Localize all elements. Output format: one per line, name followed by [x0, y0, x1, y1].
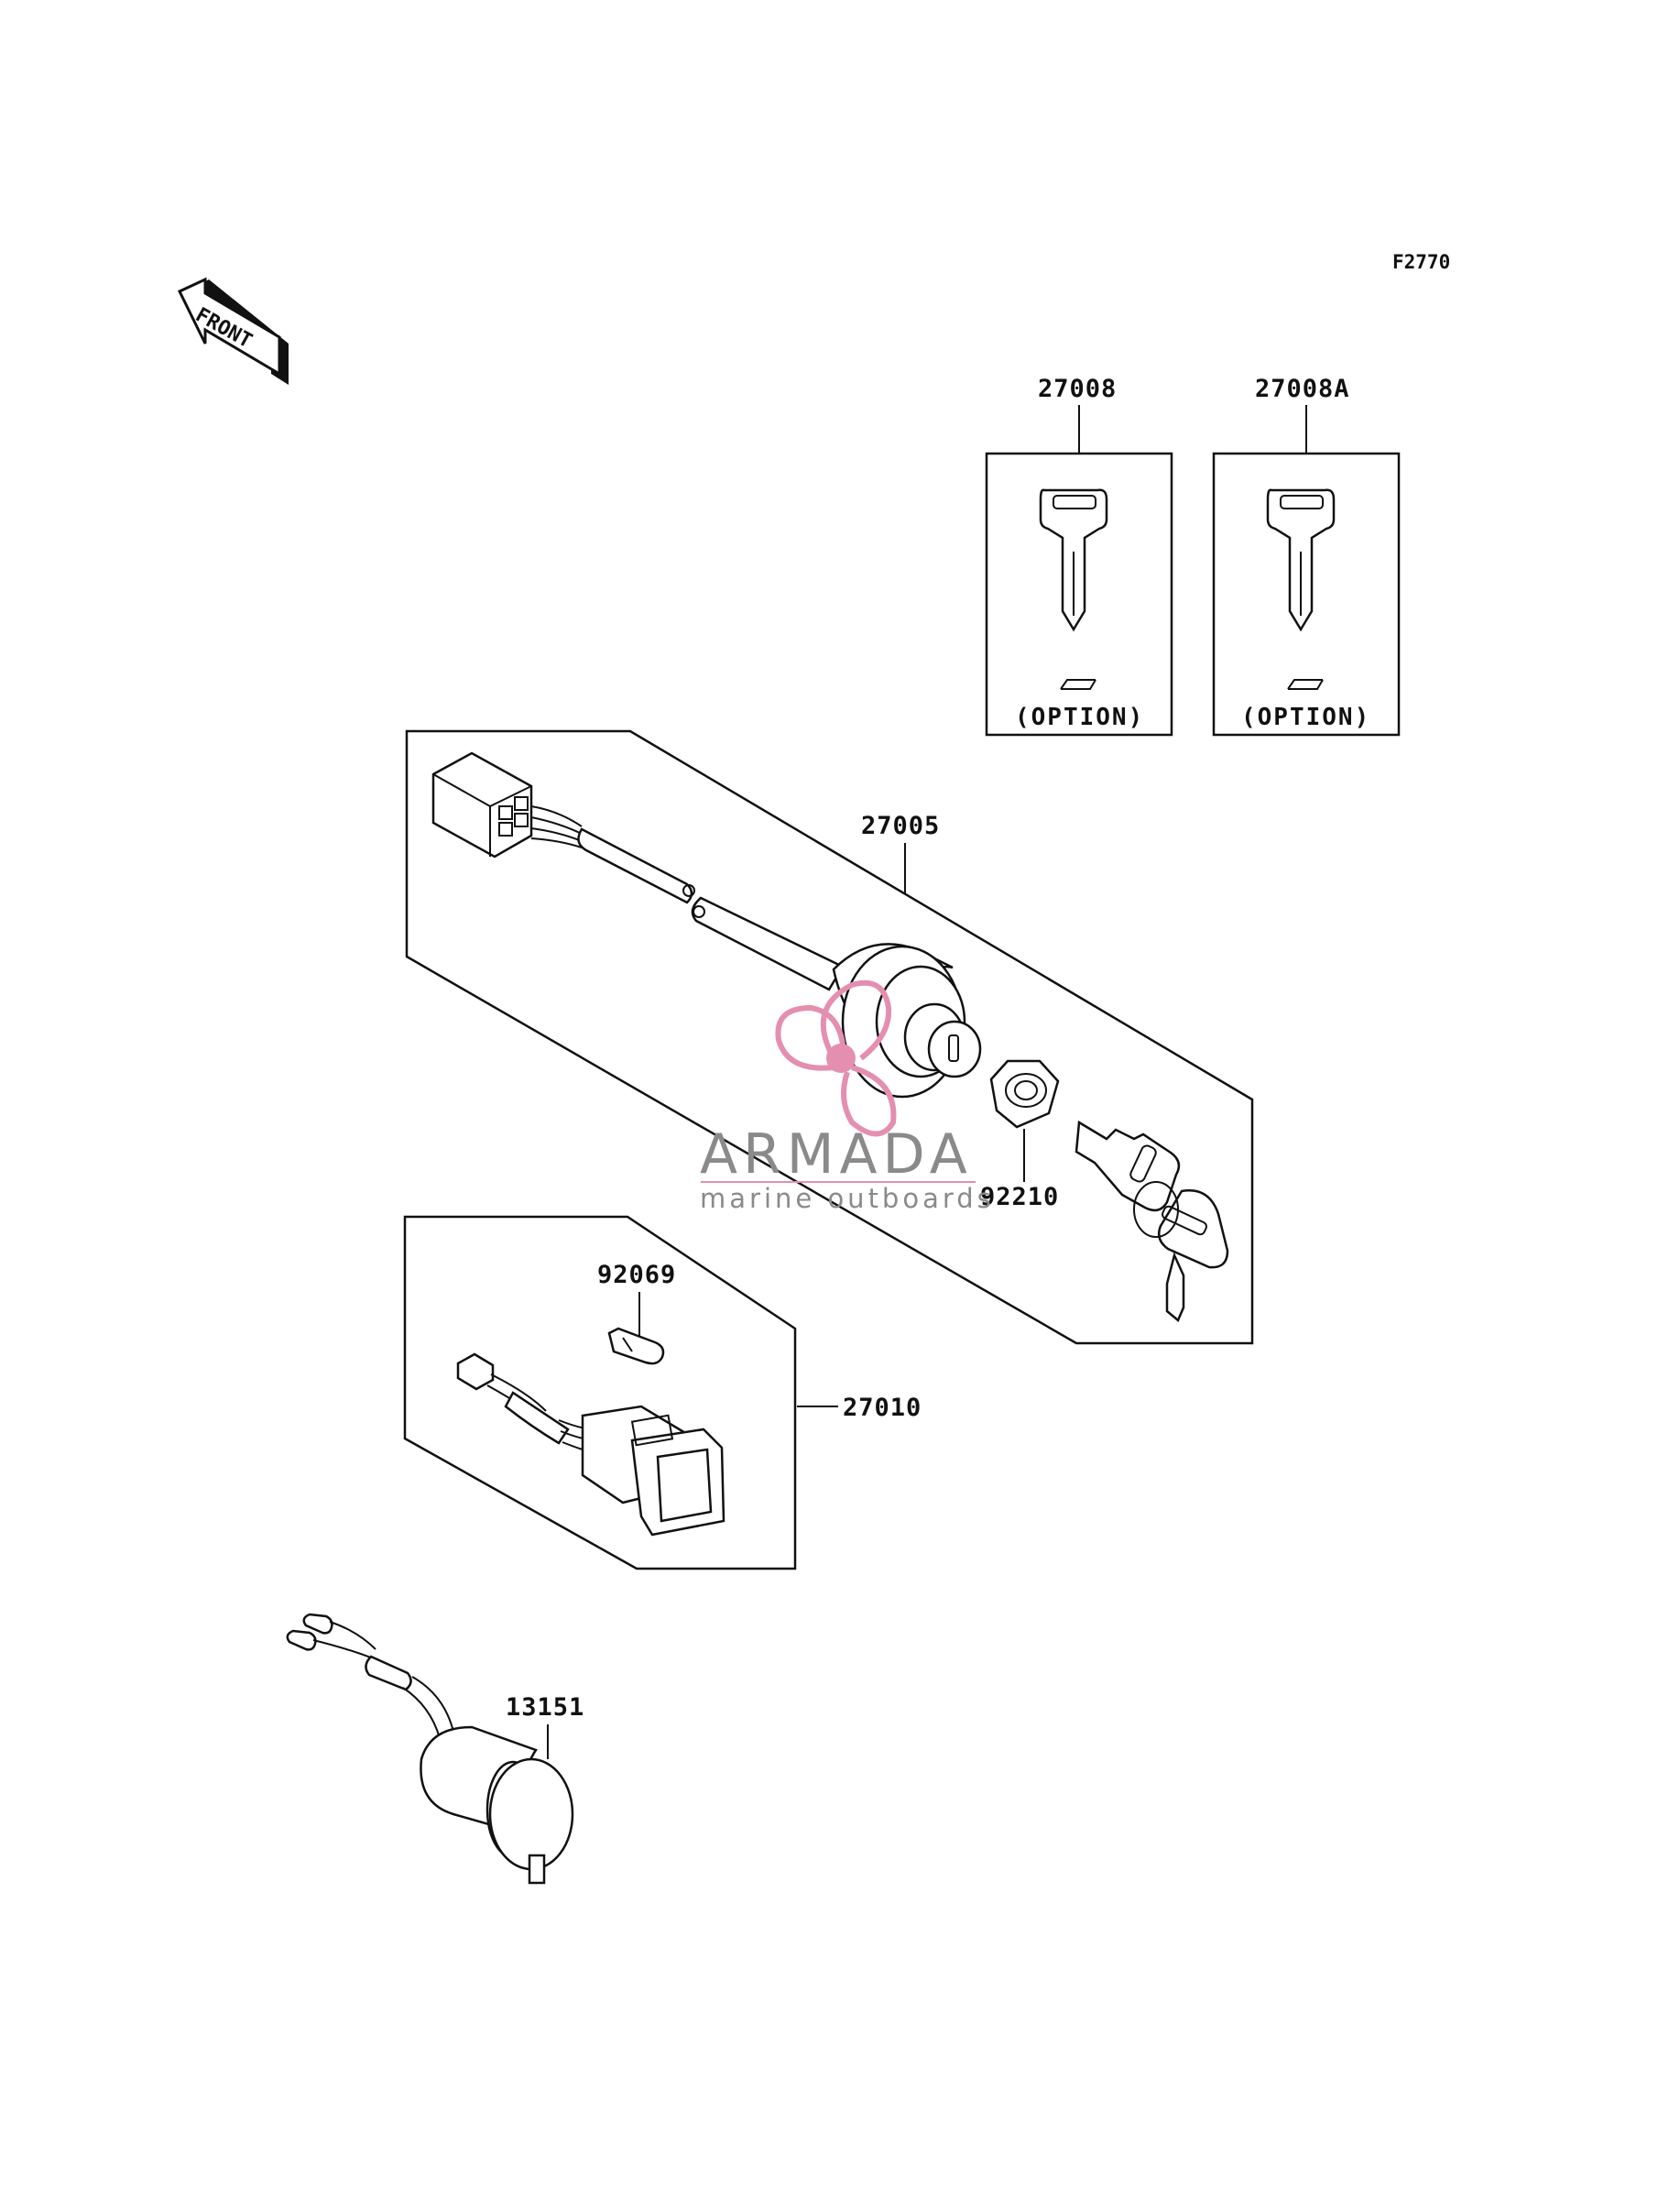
- nut-icon: [989, 1059, 1060, 1129]
- key-27008-group: 27008 (OPTION): [985, 375, 1173, 737]
- part-number-27008A: 27008A: [1255, 375, 1350, 403]
- watermark-brand: ARMADA: [700, 1122, 973, 1187]
- option-symbol-icon: [1287, 679, 1324, 690]
- part-number-27008: 27008: [1038, 375, 1117, 403]
- horn-icon: [286, 1613, 574, 1885]
- switch-assembly-frame: [403, 1215, 797, 1570]
- horn-group: 13151: [286, 1613, 584, 1885]
- ignition-switch-body: [832, 943, 982, 1099]
- watermark-tagline: marine outboards: [700, 1183, 995, 1214]
- option-symbol-icon: [1060, 679, 1096, 690]
- part-number-13151: 13151: [506, 1693, 584, 1722]
- ignition-keys-icon: [1075, 1120, 1229, 1323]
- wire-harness: [530, 805, 845, 991]
- ignition-switch-group: 27005: [405, 729, 1254, 1345]
- key-27008-box: [985, 452, 1173, 737]
- key-icon: [1266, 488, 1336, 632]
- figure-code: F2770: [1392, 251, 1450, 273]
- part-number-92210: 92210: [980, 1183, 1059, 1211]
- option-label: (OPTION): [1015, 704, 1144, 731]
- connector-icon: [431, 751, 533, 859]
- front-arrow-icon: FRONT: [177, 277, 289, 385]
- ignition-switch-frame: [405, 729, 1254, 1345]
- key-27008A-box: [1212, 452, 1401, 737]
- part-number-92069: 92069: [597, 1261, 676, 1289]
- key-27008A-group: 27008A (OPTION): [1212, 375, 1401, 737]
- part-number-27005: 27005: [861, 812, 940, 840]
- push-switch-icon: [456, 1352, 725, 1537]
- option-label: (OPTION): [1241, 704, 1370, 731]
- bulb-icon: [607, 1327, 665, 1365]
- part-number-27010: 27010: [843, 1394, 922, 1422]
- propeller-icon: [775, 979, 897, 1137]
- key-icon: [1039, 488, 1108, 632]
- watermark-logo: ARMADA marine outboards: [700, 979, 995, 1214]
- switch-assembly-group: 92069 27010: [403, 1215, 922, 1570]
